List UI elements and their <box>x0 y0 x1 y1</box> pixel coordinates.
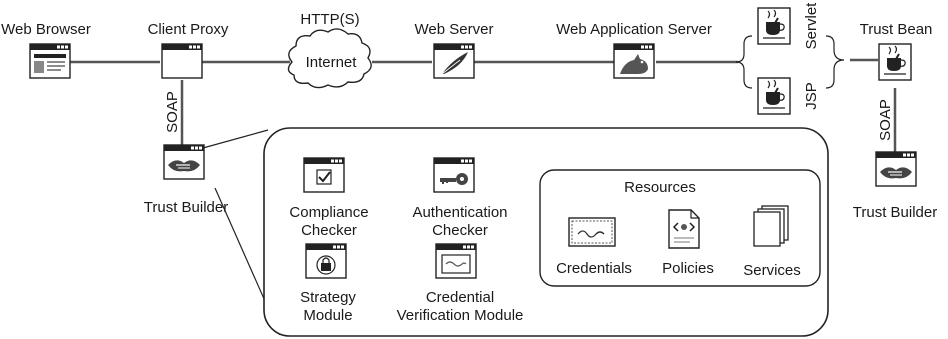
trust-bean-label: Trust Bean <box>860 21 933 38</box>
handshake-window-icon <box>876 152 916 186</box>
trust-bean-node[interactable]: Trust Bean <box>860 21 933 81</box>
right-brace <box>825 35 845 89</box>
strategy-module-label-line1: Strategy <box>300 289 356 306</box>
policies-resource[interactable]: Policies <box>662 209 714 277</box>
web-server-label: Web Server <box>415 21 494 38</box>
internet-node[interactable]: Internet <box>287 28 372 89</box>
services-resource[interactable]: Services <box>743 205 801 279</box>
compliance-checker-module[interactable]: Compliance Checker <box>289 157 369 239</box>
trust-builder-left-label: Trust Builder <box>144 199 228 216</box>
jsp-label: JSP <box>803 82 820 110</box>
web-browser-node[interactable]: Web Browser <box>1 21 91 79</box>
feather-window-icon <box>433 43 475 79</box>
blank-window-icon <box>161 43 203 79</box>
left-brace <box>735 35 753 89</box>
services-label: Services <box>743 262 801 279</box>
compliance-checker-label-line1: Compliance <box>289 204 368 221</box>
zoom-line-top <box>202 129 269 149</box>
protocol-label: HTTP(S) <box>300 11 359 28</box>
key-window-icon <box>433 157 475 193</box>
policies-label: Policies <box>662 260 714 277</box>
trust-builder-right-label: Trust Builder <box>853 204 937 221</box>
soap-right-label: SOAP <box>877 99 894 141</box>
document-icon <box>668 209 700 249</box>
trust-builder-right-node[interactable]: Trust Builder <box>853 152 937 221</box>
internet-label: Internet <box>306 54 358 71</box>
credential-verification-module[interactable]: Credential Verification Module <box>397 243 524 324</box>
credential-verification-label-line2: Verification Module <box>397 307 524 324</box>
checkbox-window-icon <box>303 157 345 193</box>
authentication-checker-label-line1: Authentication <box>412 204 507 221</box>
certificate-window-icon <box>435 243 477 279</box>
browser-window-icon <box>29 43 71 79</box>
stacked-pages-icon <box>753 205 789 247</box>
jsp-java-cup-icon <box>757 77 791 115</box>
credentials-label: Credentials <box>556 260 632 277</box>
lock-window-icon <box>305 243 347 279</box>
client-proxy-label: Client Proxy <box>148 21 229 38</box>
trust-bean-java-cup-icon <box>878 43 912 81</box>
resources-panel: Resources Credentials Policies <box>539 169 821 287</box>
strategy-module-label-line2: Module <box>303 307 352 324</box>
strategy-module[interactable]: Strategy Module <box>300 243 356 324</box>
authentication-checker-module[interactable]: Authentication Checker <box>412 157 508 239</box>
web-server-node[interactable]: Web Server <box>415 21 494 79</box>
web-browser-label: Web Browser <box>1 21 91 38</box>
web-app-server-label: Web Application Server <box>556 21 712 38</box>
certificate-icon <box>568 217 616 247</box>
handshake-window-icon <box>164 145 204 179</box>
authentication-checker-label-line2: Checker <box>432 222 488 239</box>
servlet-java-cup-icon <box>757 7 791 45</box>
resources-title: Resources <box>624 179 696 196</box>
cloud-icon <box>287 28 372 89</box>
servlet-label: Servlet <box>803 2 820 50</box>
servlet-node[interactable]: Servlet <box>757 2 820 50</box>
compliance-checker-label-line2: Checker <box>301 222 357 239</box>
web-app-server-node[interactable]: Web Application Server <box>556 21 712 79</box>
client-proxy-node[interactable]: Client Proxy <box>148 21 229 79</box>
cat-window-icon <box>613 43 655 79</box>
trust-builder-left-node[interactable]: Trust Builder <box>144 145 228 216</box>
soap-left-label: SOAP <box>164 91 181 133</box>
jsp-node[interactable]: JSP <box>757 77 820 115</box>
credentials-resource[interactable]: Credentials <box>556 217 632 277</box>
credential-verification-label-line1: Credential <box>426 289 494 306</box>
